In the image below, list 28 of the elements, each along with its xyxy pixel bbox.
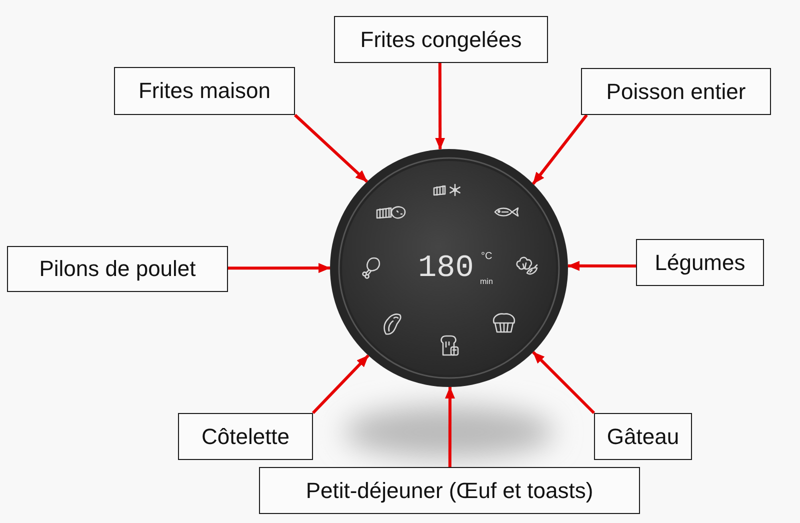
arrow [228,263,330,273]
label-box [7,246,228,292]
unit-label: min [480,278,493,286]
mode-label: Poisson entier [606,78,746,104]
unit-label: °C [481,252,492,262]
mode-label: Frites maison [138,78,271,104]
arrow [532,114,588,185]
label-box [581,68,771,115]
arrow [568,260,636,271]
mode-label: Pilons de poulet [39,256,196,282]
mode-label: Gâteau [606,424,680,450]
label-box [334,16,548,63]
mode-label: Côtelette [201,424,290,450]
mode-label: Frites congelées [360,26,522,52]
control-dial [330,149,568,387]
arrow [532,351,596,414]
temperature-readout: 180 [418,253,474,284]
arrow [444,386,455,467]
mode-label: Légumes [654,250,746,276]
arrow [312,354,370,414]
label-box [259,467,640,514]
arrow [294,114,368,183]
label-box [594,413,692,460]
label-box [178,413,313,460]
label-box [636,239,764,286]
label-box [114,67,295,115]
arrow [435,63,446,150]
mode-label: Petit-déjeuner (Œuf et toasts) [306,478,594,504]
